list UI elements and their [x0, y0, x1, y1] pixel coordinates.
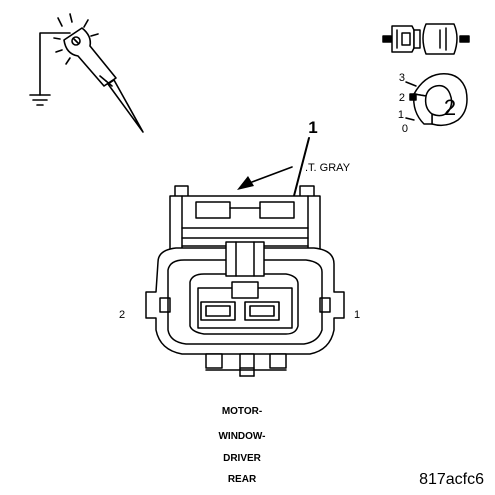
test-probe-icon	[29, 13, 144, 133]
wire-color-label: .T. GRAY	[305, 162, 351, 174]
cavity-number-left: 2	[119, 309, 125, 321]
caption-line-4: REAR	[228, 474, 257, 485]
terminal-cavity-2	[200, 301, 236, 321]
cavity-number-right: 1	[354, 309, 360, 321]
position-label-1: 1	[398, 109, 404, 121]
figure-id: 817acfc6	[419, 471, 484, 488]
callout-number: 1	[308, 118, 317, 137]
wire-color-arrow	[237, 166, 293, 190]
caption-line-1: MOTOR-	[222, 406, 262, 417]
connector-view-number: 2	[444, 95, 456, 120]
position-label-2: 2	[399, 92, 405, 104]
terminal-cavity-1	[244, 301, 280, 321]
caption-line-3: DRIVER	[223, 453, 262, 464]
caption-line-2: WINDOW-	[218, 431, 265, 442]
connector-mating-icon	[382, 23, 470, 55]
position-label-0: 0	[402, 123, 408, 135]
position-label-3: 3	[399, 72, 405, 84]
connector-housing	[145, 185, 345, 377]
connector-view-icon	[405, 73, 468, 127]
